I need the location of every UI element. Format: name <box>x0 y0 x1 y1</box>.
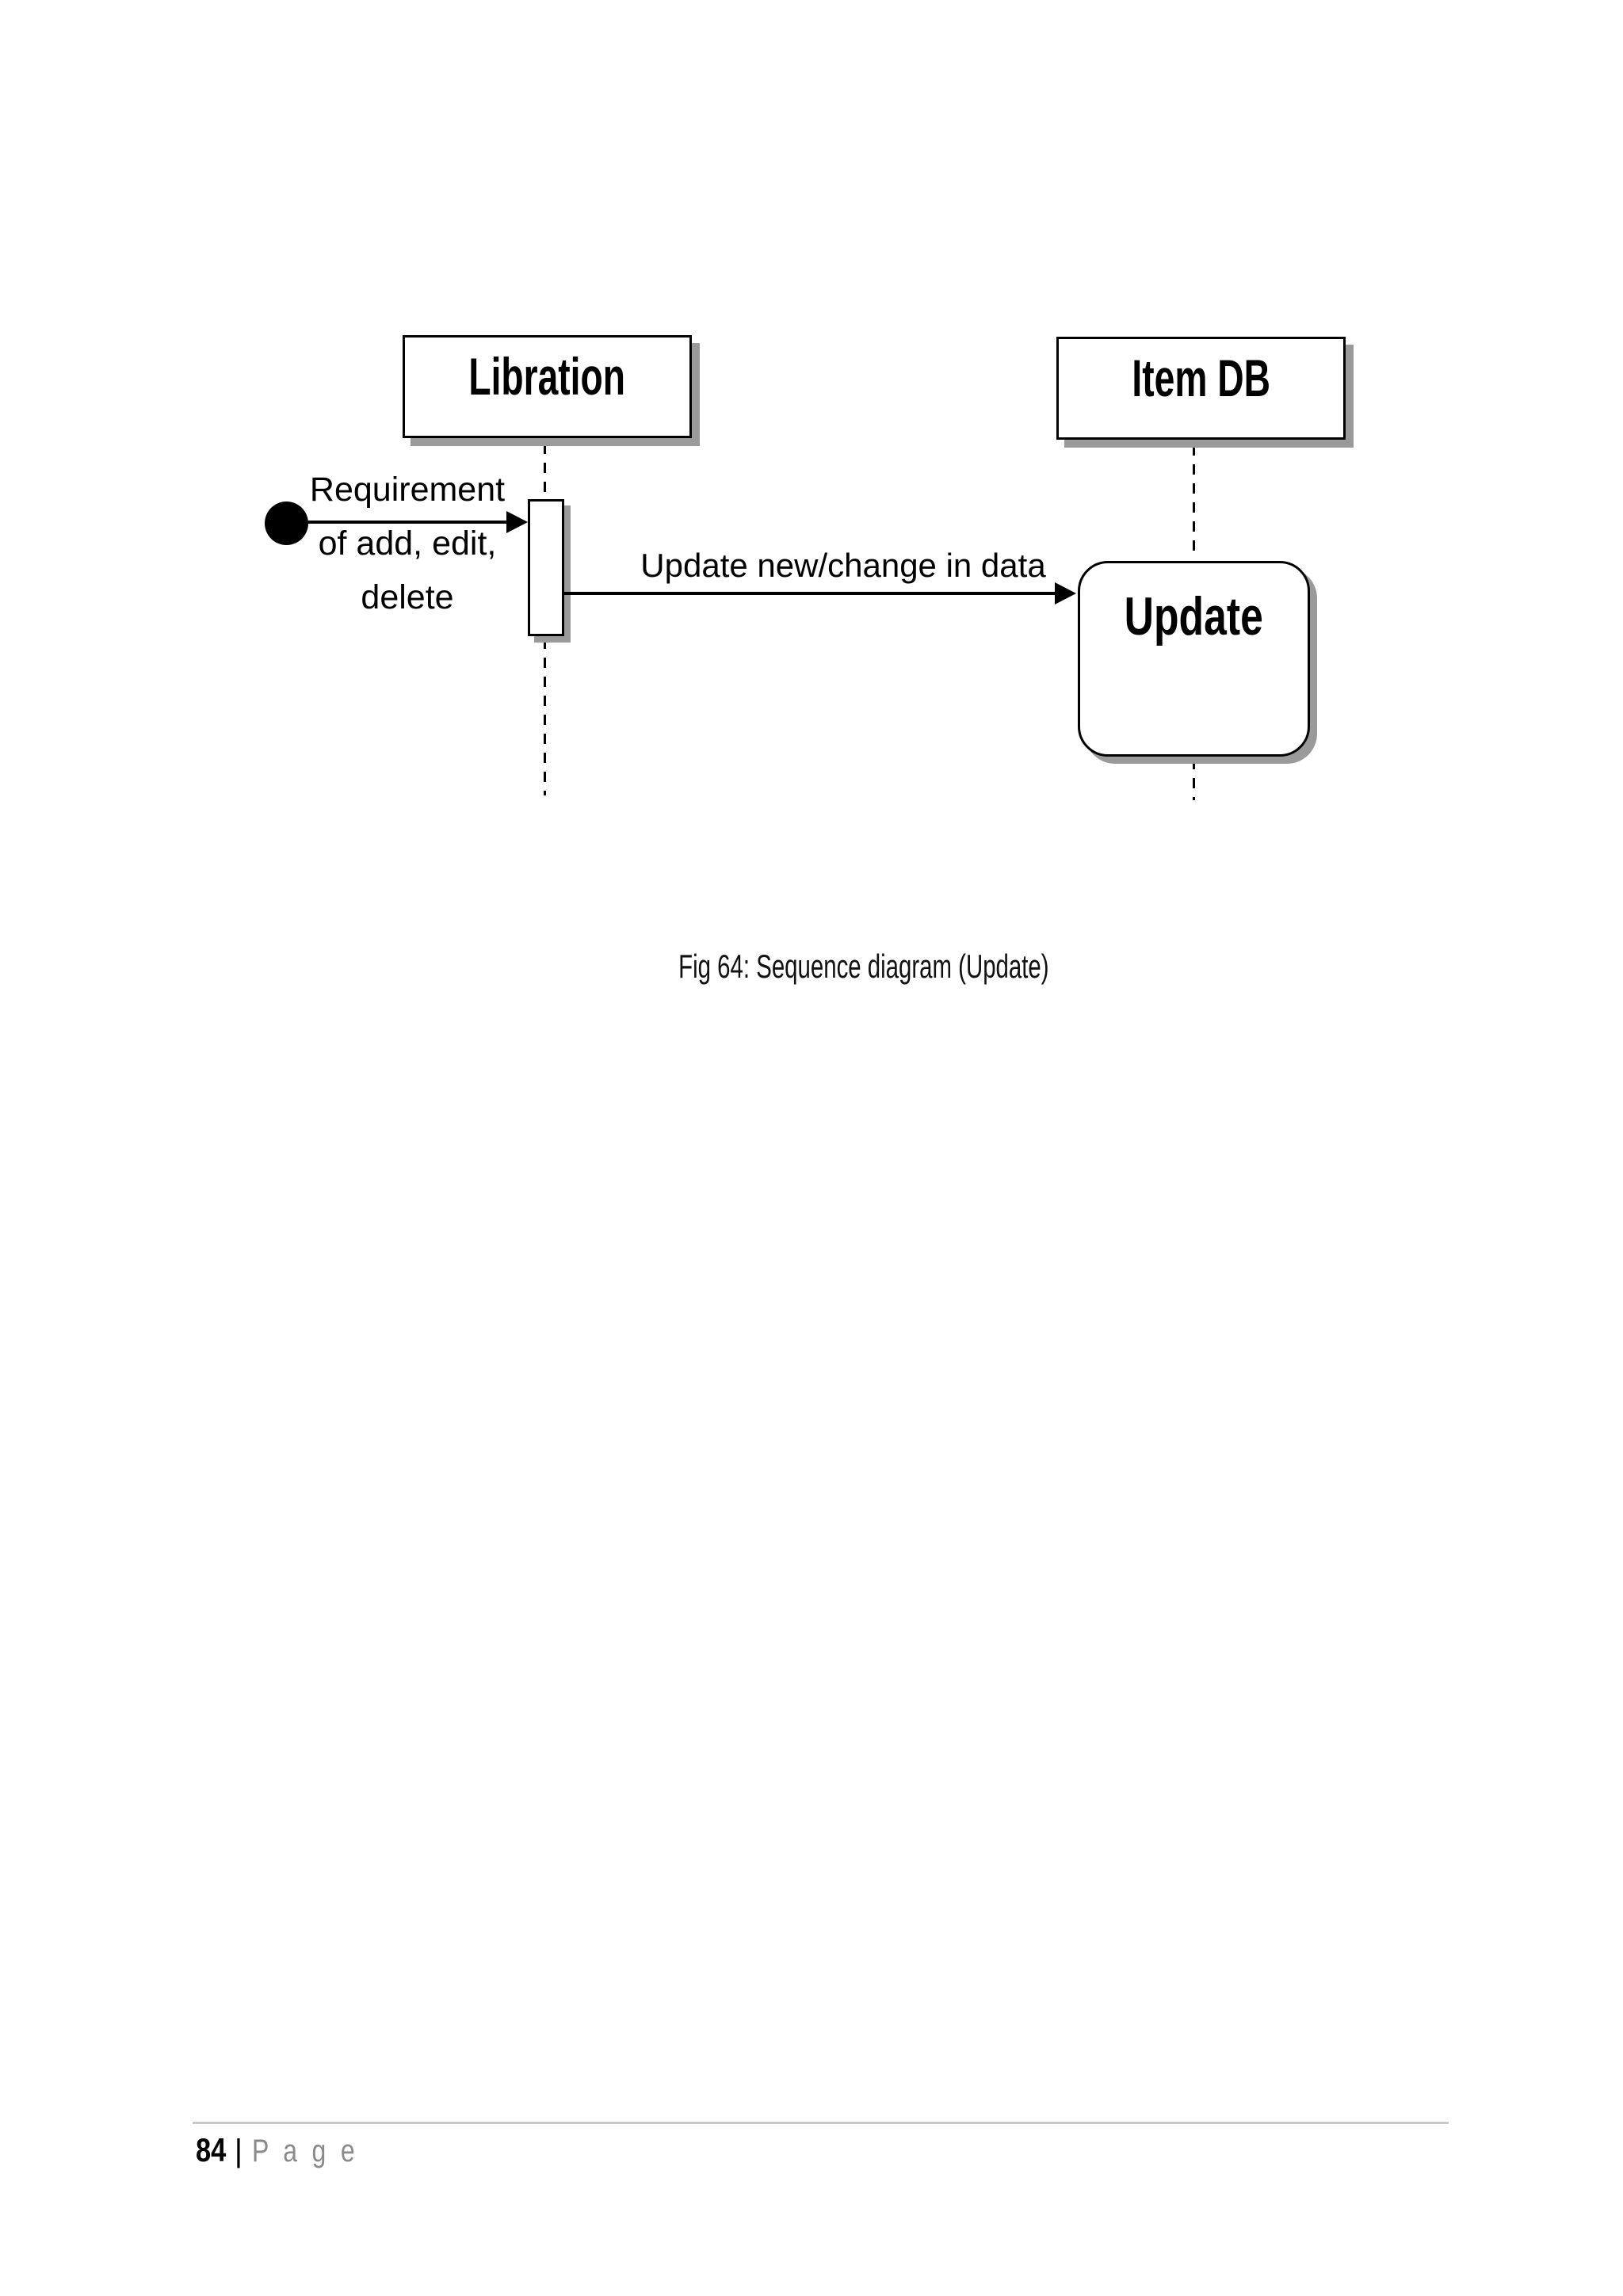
actor-box-libration: Libration <box>403 335 692 438</box>
page-footer: 84 | P a g e <box>196 2131 385 2169</box>
footer-page-number: 84 <box>196 2131 227 2168</box>
lifeline-libration-upper-segment <box>544 444 546 499</box>
state-node-label: Update <box>1124 586 1264 646</box>
actor-label-libration: Libration <box>468 347 626 406</box>
initial-node-icon <box>265 502 308 545</box>
message-arrow-2-line <box>564 592 1057 595</box>
figure-caption-text: Fig 64: Sequence diagram (Update) <box>678 948 1049 985</box>
arrowhead-right-icon <box>1055 582 1076 605</box>
message-arrow-1-line <box>308 521 508 524</box>
lifeline-item-db-lower-segment <box>1193 759 1195 800</box>
lifeline-item-db-upper-segment <box>1193 445 1195 559</box>
arrowhead-right-icon <box>506 511 528 533</box>
message-label: Update new/change in data <box>640 547 1046 584</box>
actor-box-item-db: Item DB <box>1056 337 1346 440</box>
start-event-label: Requirement of add, edit, delete <box>269 463 546 624</box>
start-event-label-line-1: Requirement <box>309 471 506 509</box>
start-event-label-line-3: delete <box>361 578 454 616</box>
actor-label-item-db: Item DB <box>1132 349 1270 407</box>
footer-separator: | <box>234 2134 243 2168</box>
start-event-label-line-2: of add, edit, <box>318 524 497 563</box>
lifeline-libration-lower-segment <box>544 639 546 795</box>
footer-page-label: P a g e <box>252 2134 359 2168</box>
figure-caption: Fig 64: Sequence diagram (Update) <box>52 948 1623 986</box>
footer-divider-rule <box>193 2122 1449 2124</box>
state-node-update: Update <box>1078 561 1310 757</box>
activation-bar <box>528 499 564 636</box>
